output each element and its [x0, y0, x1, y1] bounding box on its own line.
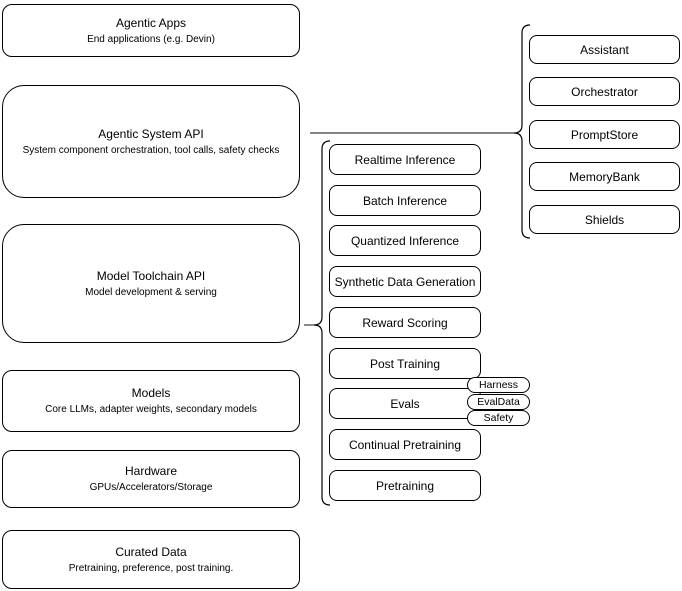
box-subtitle: Core LLMs, adapter weights, secondary mo…: [45, 404, 257, 415]
box-synthetic-data-generation: Synthetic Data Generation: [329, 266, 481, 297]
box-realtime-inference: Realtime Inference: [329, 144, 481, 175]
brace-toolchain-items: [313, 140, 331, 506]
pill-label: EvalData: [477, 396, 520, 408]
box-post-training: Post Training: [329, 348, 481, 379]
pill-label: Harness: [478, 379, 519, 391]
pill-label: Safety: [483, 412, 514, 424]
box-continual-pretraining: Continual Pretraining: [329, 429, 481, 460]
box-label: Evals: [390, 396, 420, 411]
box-reward-scoring: Reward Scoring: [329, 307, 481, 338]
box-shields: Shields: [529, 205, 680, 234]
box-title: Models: [131, 386, 171, 400]
box-hardware: Hardware GPUs/Accelerators/Storage: [2, 450, 300, 508]
box-label: Synthetic Data Generation: [334, 274, 476, 289]
box-pretraining: Pretraining: [329, 470, 481, 501]
box-label: Pretraining: [375, 478, 435, 493]
box-orchestrator: Orchestrator: [529, 77, 680, 106]
box-quantized-inference: Quantized Inference: [329, 225, 481, 256]
box-title: Hardware: [124, 464, 178, 478]
box-label: PromptStore: [570, 127, 639, 142]
box-label: Realtime Inference: [354, 152, 456, 167]
box-label: Post Training: [369, 356, 441, 371]
box-title: Agentic System API: [98, 126, 204, 141]
box-label: Quantized Inference: [350, 233, 460, 248]
box-label: Batch Inference: [362, 193, 448, 208]
box-agentic-apps: Agentic Apps End applications (e.g. Devi…: [2, 4, 300, 57]
box-assistant: Assistant: [529, 35, 680, 64]
box-subtitle: GPUs/Accelerators/Storage: [89, 482, 213, 493]
box-label: Reward Scoring: [362, 315, 448, 330]
box-models: Models Core LLMs, adapter weights, secon…: [2, 370, 300, 432]
box-title: Curated Data: [115, 544, 187, 559]
box-evals: Evals: [329, 388, 481, 419]
pill-safety: Safety: [467, 410, 530, 426]
box-model-toolchain-api: Model Toolchain API Model development & …: [2, 224, 300, 343]
box-label: Shields: [584, 212, 625, 227]
pill-evaldata: EvalData: [467, 394, 530, 410]
box-title: Model Toolchain API: [96, 268, 206, 283]
box-label: Assistant: [580, 42, 629, 57]
box-label: MemoryBank: [569, 169, 640, 184]
box-memorybank: MemoryBank: [529, 162, 680, 191]
box-subtitle: System component orchestration, tool cal…: [22, 144, 280, 156]
box-subtitle: Model development & serving: [85, 286, 217, 298]
box-label: Continual Pretraining: [348, 437, 462, 452]
box-subtitle: Pretraining, preference, post training.: [68, 562, 234, 574]
box-subtitle: End applications (e.g. Devin): [87, 33, 215, 45]
box-batch-inference: Batch Inference: [329, 185, 481, 216]
brace-system-components: [513, 24, 531, 239]
box-agentic-system-api: Agentic System API System component orch…: [2, 85, 300, 198]
box-promptstore: PromptStore: [529, 120, 680, 149]
box-curated-data: Curated Data Pretraining, preference, po…: [2, 530, 300, 589]
box-title: Agentic Apps: [115, 15, 187, 30]
pill-harness: Harness: [467, 377, 530, 393]
box-label: Orchestrator: [571, 84, 638, 99]
